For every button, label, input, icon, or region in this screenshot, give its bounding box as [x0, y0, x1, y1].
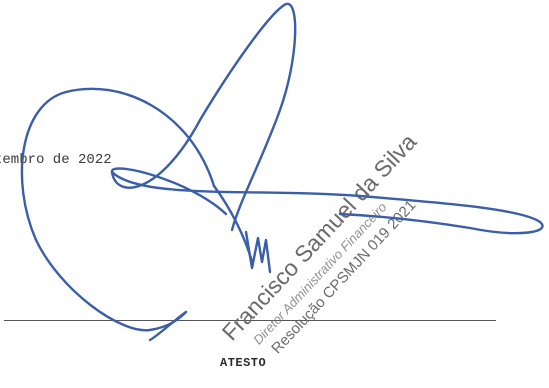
signature-line — [4, 320, 496, 321]
date-text: tembro de 2022 — [0, 152, 112, 168]
attest-label: ATESTO — [220, 356, 267, 370]
